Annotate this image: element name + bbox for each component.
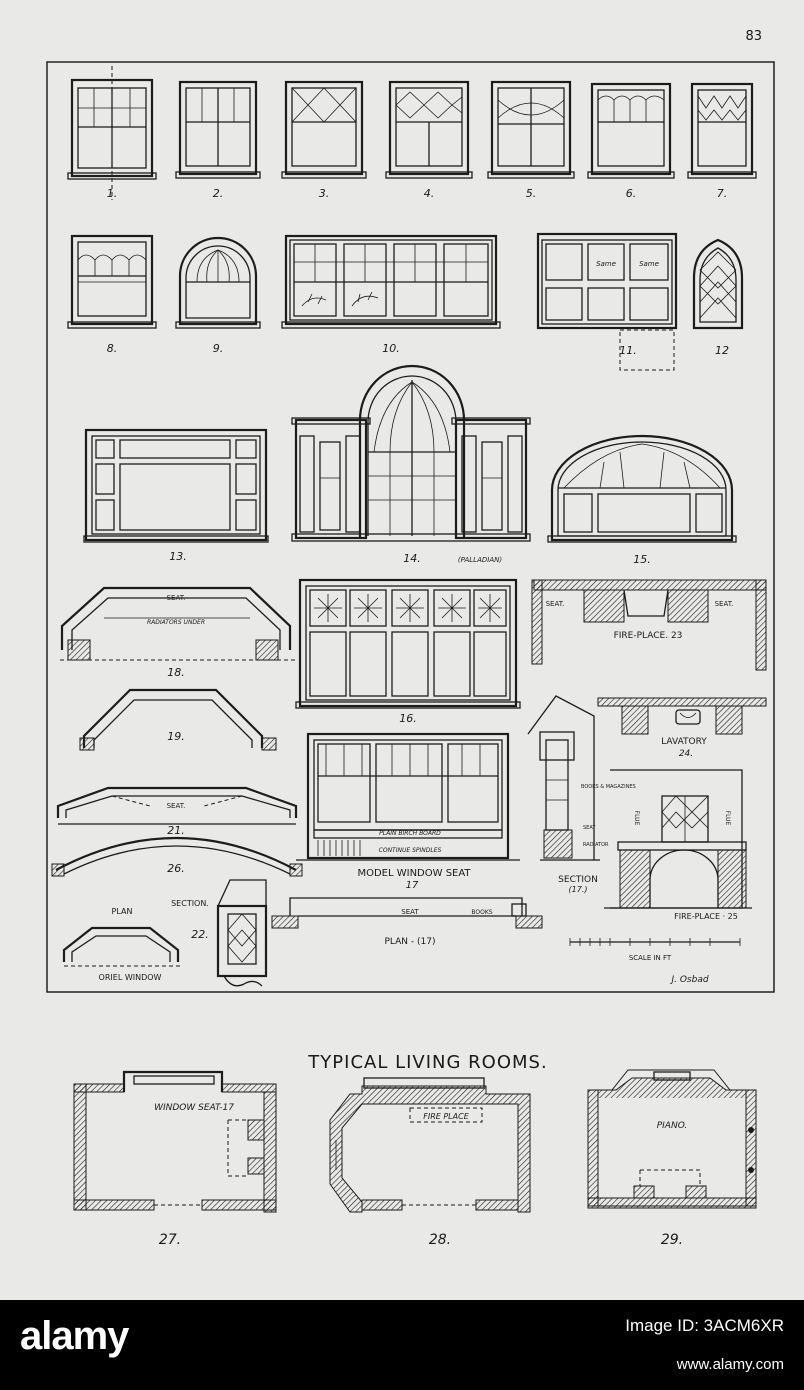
plain-birch-label: PLAIN BIRCH BOARD — [379, 830, 441, 837]
fig-label-1: 1. — [107, 187, 118, 200]
plate-frame — [46, 61, 775, 993]
window-12-gothic — [692, 238, 744, 330]
fireplace-plan-23 — [531, 579, 767, 671]
book-page: 83 1. 2. 3. 4. 5. — [0, 0, 804, 1300]
living-room-plan-27 — [73, 1070, 277, 1213]
window-11: Same Same — [536, 232, 678, 371]
fig-label-7: 7. — [717, 187, 728, 200]
seat-plan-26-curved — [51, 837, 303, 877]
lavatory-label: LAVATORY — [661, 737, 707, 747]
window-5 — [487, 80, 575, 179]
seat-label-23a: SEAT. — [546, 600, 565, 608]
plan-label: PLAN — [112, 907, 133, 916]
spindles-label: CONTINUE SPINDLES — [379, 847, 442, 854]
window-1 — [67, 66, 157, 200]
page-number: 83 — [745, 29, 762, 44]
fig-label-2: 2. — [213, 187, 224, 200]
books-label: BOOKS — [471, 909, 492, 916]
section-17-number: (17.) — [569, 885, 588, 894]
window-3 — [281, 80, 367, 179]
fig-label-19: 19. — [167, 730, 185, 743]
seat-plan-19 — [79, 688, 277, 751]
fig-label-13: 13. — [169, 550, 187, 563]
fig-label-5: 5. — [526, 187, 537, 200]
flue-label-2: FLUE — [724, 811, 731, 826]
fig-label-24: 24. — [679, 749, 693, 759]
lavatory-24 — [597, 697, 767, 735]
window-14-palladian — [291, 364, 531, 542]
fig-label-12: 12 — [715, 344, 729, 357]
room-label-29: 29. — [661, 1232, 683, 1248]
window-15-fanlight — [547, 434, 737, 543]
drawing-plate: 83 1. 2. 3. 4. 5. — [46, 29, 775, 1248]
living-room-plan-29 — [587, 1069, 757, 1209]
model-seat-title: MODEL WINDOW SEAT — [357, 868, 471, 879]
books-magazines-label: BOOKS & MAGAZINES — [581, 784, 636, 790]
fig-label-8: 8. — [107, 342, 118, 355]
fig-label-4: 4. — [424, 187, 435, 200]
section-17-label: SECTION — [558, 875, 598, 885]
image-id: Image ID: 3ACM6XR — [625, 1316, 784, 1335]
window-seat-label: WINDOW SEAT-17 — [154, 1103, 234, 1113]
section-label: SECTION. — [171, 899, 209, 908]
seat-label-18: SEAT. — [167, 594, 186, 602]
room-label-27: 27. — [159, 1232, 181, 1248]
same-label-1: Same — [596, 260, 616, 268]
living-room-plan-28 — [329, 1077, 531, 1213]
room-label-28: 28. — [429, 1232, 451, 1248]
scale-bar — [569, 938, 741, 946]
window-6 — [587, 82, 675, 179]
window-10-quad — [281, 234, 501, 329]
fig-label-21: 21. — [167, 824, 185, 837]
section-17 — [527, 695, 600, 861]
window-13 — [83, 428, 269, 543]
plan-17 — [271, 897, 543, 929]
seat-label-21: SEAT. — [167, 802, 186, 810]
fig-label-25: FIRE-PLACE · 25 — [674, 912, 738, 921]
fig-label-14: 14. — [403, 552, 421, 565]
signature: J. Osbad — [669, 975, 708, 985]
seat-plan-label: SEAT — [401, 908, 419, 916]
seat-label-23b: SEAT. — [715, 600, 734, 608]
fig-label-23: FIRE-PLACE. 23 — [614, 631, 683, 641]
oriel-label: ORIEL WINDOW — [99, 973, 162, 982]
piano-label: PIANO. — [657, 1121, 688, 1131]
plan-17-label: PLAN - (17) — [385, 937, 436, 947]
site-url[interactable]: www.alamy.com — [676, 1356, 784, 1373]
fig-label-9: 9. — [213, 342, 224, 355]
model-window-seat-17 — [296, 732, 520, 861]
fig-label-11: 11. — [619, 344, 637, 357]
window-9-arched — [175, 236, 261, 329]
living-rooms-title: TYPICAL LIVING ROOMS. — [307, 1052, 547, 1073]
seat-plan-18 — [60, 586, 296, 661]
fire-place-label: FIRE PLACE — [423, 1112, 469, 1121]
window-4 — [385, 80, 473, 179]
stock-footer: alamy Image ID: 3ACM6XR www.alamy.com — [0, 1300, 804, 1390]
fireplace-elevation-25 — [604, 769, 752, 909]
flue-label-1: FLUE — [633, 811, 640, 826]
fig-label-15: 15. — [633, 553, 651, 566]
fig-label-22: 22. — [191, 928, 209, 941]
fig-label-10: 10. — [382, 342, 400, 355]
palladian-note: (PALLADIAN) — [458, 556, 502, 564]
fig-label-26: 26. — [167, 862, 185, 875]
window-2 — [175, 80, 261, 179]
fig-label-3: 3. — [319, 187, 330, 200]
fig-label-18: 18. — [167, 666, 185, 679]
window-16 — [295, 578, 521, 709]
model-seat-number: 17 — [406, 880, 419, 891]
seat-plan-21 — [56, 786, 298, 825]
alamy-logo[interactable]: alamy — [20, 1314, 129, 1358]
scale-label: SCALE IN FT — [629, 954, 672, 962]
window-8 — [67, 234, 157, 329]
window-7 — [687, 82, 757, 179]
radiators-label: RADIATORS UNDER — [147, 619, 205, 626]
same-label-2: Same — [639, 260, 659, 268]
fig-label-16: 16. — [399, 712, 417, 725]
fig-label-6: 6. — [626, 187, 637, 200]
oriel-window-22 — [62, 879, 268, 987]
seat-side-label: SEAT — [583, 825, 596, 831]
radiator-label: RADIATOR — [583, 842, 609, 848]
